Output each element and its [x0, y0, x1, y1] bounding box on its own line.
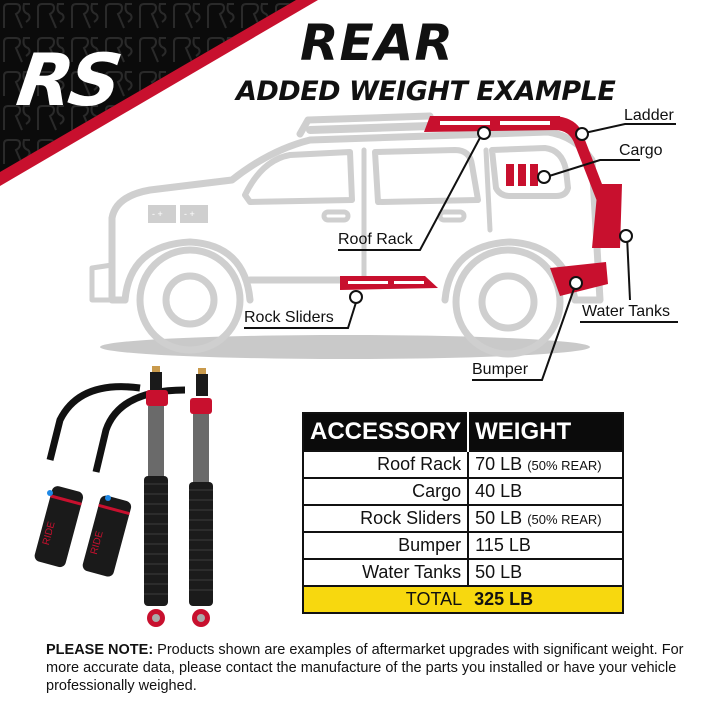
callout-dots	[349, 126, 633, 304]
weight-value: 50 LB	[475, 562, 523, 582]
callout-roof-rack: Roof Rack	[338, 231, 413, 248]
note-label: PLEASE NOTE:	[46, 642, 154, 658]
table-row: Roof Rack 70 LB (50% REAR)	[301, 450, 624, 479]
page-title: REAR	[300, 14, 454, 72]
reservoir-1: RIDE	[34, 486, 84, 568]
shock-1	[144, 366, 168, 627]
accessories-highlight	[340, 116, 622, 296]
total-label: TOTAL	[301, 585, 469, 614]
weight-value: 50 LB	[475, 508, 523, 528]
accessory-cell: Bumper	[301, 531, 470, 560]
reservoir-2: RIDE	[82, 495, 132, 577]
weight-cell: 115 LB	[467, 531, 624, 560]
weight-value: 115 LB	[475, 535, 531, 555]
weight-cell: 70 LB (50% REAR)	[467, 450, 624, 479]
weight-value: 40 LB	[475, 481, 523, 501]
weight-note: (50% REAR)	[527, 458, 602, 473]
accessory-cell: Water Tanks	[301, 558, 470, 587]
callout-cargo: Cargo	[619, 142, 663, 159]
hose-2	[92, 386, 186, 473]
table-row: Rock Sliders 50 LB (50% REAR)	[301, 504, 624, 533]
callout-ladder: Ladder	[624, 107, 674, 124]
total-row: TOTAL 325 LB	[301, 585, 624, 614]
svg-text:- +: - +	[184, 209, 195, 219]
accessory-cell: Rock Sliders	[301, 504, 470, 533]
accessory-cell: Roof Rack	[301, 450, 470, 479]
shock-2	[189, 368, 213, 627]
weight-cell: 50 LB (50% REAR)	[467, 504, 624, 533]
leader-lines	[244, 123, 678, 381]
table-header-row: ACCESSORY WEIGHT	[303, 413, 623, 451]
page-subtitle: ADDED WEIGHT EXAMPLE	[236, 76, 616, 107]
callout-water-tanks: Water Tanks	[582, 303, 671, 320]
weight-value: 70 LB	[475, 454, 523, 474]
weight-cell: 50 LB	[467, 558, 624, 587]
callout-bumper: Bumper	[472, 361, 529, 378]
weight-cell: 40 LB	[467, 477, 624, 506]
shock-absorbers-image: RIDE RIDE	[34, 366, 213, 627]
table-row: Water Tanks 50 LB	[301, 558, 624, 587]
accessories-inner-gaps	[348, 121, 550, 284]
table-row: Cargo 40 LB	[301, 477, 624, 506]
table-row: Bumper 115 LB	[301, 531, 624, 560]
accessory-cell: Cargo	[301, 477, 470, 506]
total-value: 325 LB	[468, 585, 624, 614]
hose-1	[46, 383, 141, 461]
callout-rock-sliders: Rock Sliders	[244, 309, 334, 326]
battery-icons: - + - +	[148, 205, 208, 223]
weight-note: (50% REAR)	[527, 512, 602, 527]
note-text: Products shown are examples of aftermark…	[46, 642, 684, 694]
weight-table: ACCESSORY WEIGHT Roof Rack 70 LB (50% RE…	[301, 412, 624, 614]
svg-text:- +: - +	[152, 209, 163, 219]
column-header-accessory: ACCESSORY	[303, 413, 470, 451]
column-header-weight: WEIGHT	[468, 413, 623, 451]
disclaimer-note: PLEASE NOTE: Products shown are examples…	[46, 641, 686, 695]
